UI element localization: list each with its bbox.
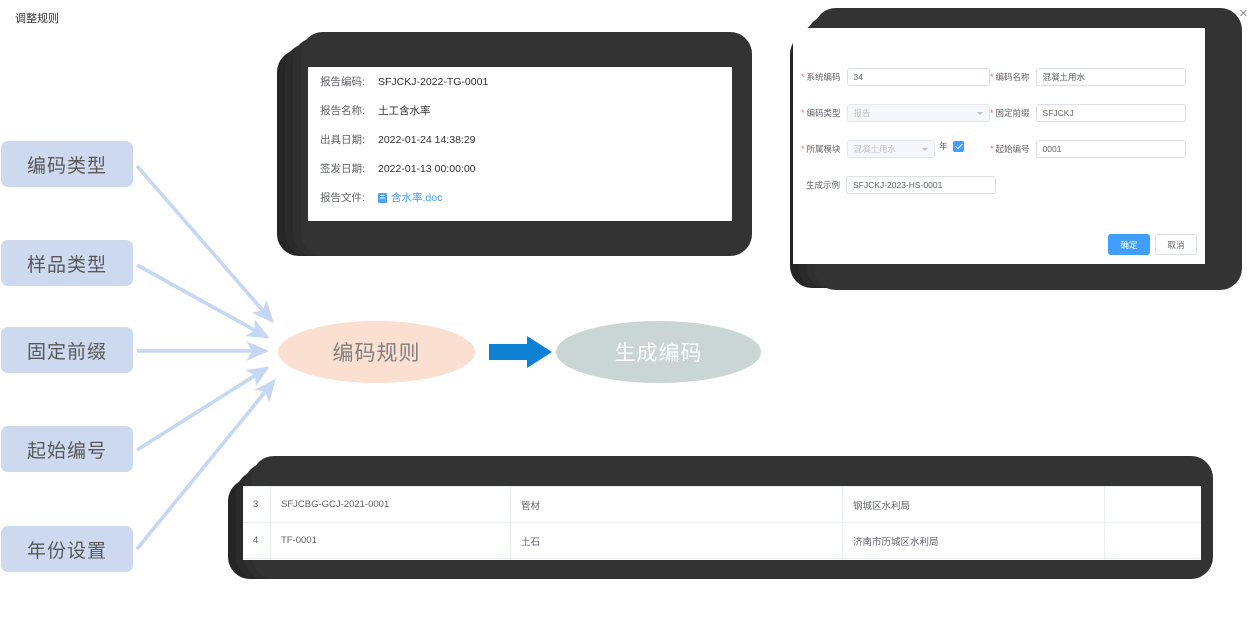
node-label: 编码规则 [332, 342, 421, 365]
dialog-title: 调整规则 [15, 13, 59, 25]
table-row[interactable]: 3 SFJCBG-GCJ-2021-0001 管材 钢城区水利局 [243, 487, 1201, 523]
field-generated-example: 生成示例 SFJCKJ-2023-HS-0001 [806, 176, 997, 194]
input-chip-code-type[interactable]: 编码类型 [1, 141, 133, 187]
table-row[interactable]: 4 TF-0001 土石 济南市历城区水利局 [243, 523, 1201, 559]
required-marker: * [990, 107, 994, 118]
arrow-sample-type [136, 263, 270, 339]
chip-label: 起始编号 [26, 440, 107, 462]
arrow-start-number [136, 366, 270, 452]
module-select[interactable]: 混凝土用水 [846, 140, 935, 158]
fixed-prefix-input[interactable]: SFJCKJ [1035, 104, 1186, 122]
flow-arrow-to-result [489, 336, 552, 368]
cancel-button[interactable]: 取消 [1155, 234, 1197, 255]
report-row-sign-date: 签发日期: 2022-01-13 00:00:00 [308, 154, 732, 183]
cell-organization: 钢城区水利局 [843, 487, 1105, 522]
report-value-code: SFJCKJ-2022-TG-0001 [378, 75, 489, 88]
code-name-input[interactable]: 混凝土用水 [1035, 68, 1186, 86]
field-label: 编码名称 [995, 72, 1030, 82]
node-coding-rule[interactable]: 编码规则 [278, 321, 475, 383]
confirm-button[interactable]: 确定 [1108, 234, 1150, 255]
field-label: 所属模块 [806, 144, 841, 154]
report-row-issue-date: 出具日期: 2022-01-24 14:38:29 [308, 125, 732, 154]
report-value-name: 土工含水率 [378, 105, 431, 117]
chip-label: 固定前缀 [26, 341, 107, 363]
field-code-type: * 编码类型 报告 [801, 104, 990, 122]
input-chip-sample-type[interactable]: 样品类型 [1, 240, 133, 286]
cell-sample-type: 管材 [511, 487, 843, 522]
node-label: 生成编码 [614, 342, 703, 365]
cell-code: SFJCBG-GCJ-2021-0001 [271, 487, 511, 522]
report-label-code: 报告编码: [320, 76, 365, 88]
field-module: * 所属模块 混凝土用水 [801, 140, 935, 158]
report-value-sign-date: 2022-01-13 00:00:00 [378, 162, 476, 175]
cell-index: 3 [243, 487, 271, 522]
required-marker: * [801, 143, 805, 154]
chip-label: 样品类型 [26, 254, 107, 276]
field-fixed-prefix: * 固定前缀 SFJCKJ [990, 104, 1186, 122]
input-chip-start-number[interactable]: 起始编号 [1, 426, 133, 472]
start-number-input[interactable]: 0001 [1035, 140, 1186, 158]
field-label: 系统编码 [806, 72, 841, 82]
report-detail-card: 报告编码: SFJCKJ-2022-TG-0001 报告名称: 土工含水率 出具… [308, 67, 732, 221]
field-label: 编码类型 [806, 108, 841, 118]
report-file-link[interactable]: 含水率.doc [378, 190, 442, 205]
cell-extra [1105, 487, 1201, 522]
field-label: 生成示例 [806, 180, 841, 190]
input-chip-year-setting[interactable]: 年份设置 [1, 526, 133, 572]
report-label-file: 报告文件: [320, 192, 365, 204]
report-label-sign-date: 签发日期: [320, 163, 365, 175]
required-marker: * [801, 71, 805, 82]
report-label-issue-date: 出具日期: [320, 134, 365, 146]
field-label: 年 [939, 141, 948, 151]
required-marker: * [801, 107, 805, 118]
field-system-code: * 系统编码 34 [801, 68, 990, 86]
report-file-name: 含水率.doc [391, 192, 443, 204]
cell-sample-type: 土石 [511, 523, 843, 558]
chevron-down-icon [976, 111, 983, 115]
cell-index: 4 [243, 523, 271, 558]
chevron-down-icon [921, 147, 928, 151]
coding-rules-table: 3 SFJCBG-GCJ-2021-0001 管材 钢城区水利局 4 TF-00… [243, 486, 1201, 560]
report-label-name: 报告名称: [320, 105, 365, 117]
cell-organization: 济南市历城区水利局 [843, 523, 1105, 558]
chip-label: 年份设置 [26, 540, 107, 562]
system-code-input[interactable]: 34 [846, 68, 990, 86]
cell-extra [1105, 523, 1201, 558]
node-generated-code[interactable]: 生成编码 [556, 321, 761, 383]
report-row-name: 报告名称: 土工含水率 [308, 96, 732, 125]
generated-example-input[interactable]: SFJCKJ-2023-HS-0001 [846, 176, 997, 194]
code-type-value: 报告 [853, 108, 871, 118]
word-doc-icon [378, 192, 387, 203]
arrow-code-type [135, 164, 274, 324]
code-type-select[interactable]: 报告 [846, 104, 990, 122]
input-chip-fixed-prefix[interactable]: 固定前缀 [1, 327, 133, 373]
close-icon[interactable]: ✕ [1238, 8, 1248, 20]
chip-label: 编码类型 [26, 155, 107, 177]
field-label: 固定前缀 [995, 108, 1030, 118]
report-row-file: 报告文件: 含水率.doc [308, 183, 732, 212]
required-marker: * [990, 143, 994, 154]
field-label: 起始编号 [995, 144, 1030, 154]
required-marker: * [990, 71, 994, 82]
module-value: 混凝土用水 [853, 144, 897, 154]
report-row-code: 报告编码: SFJCKJ-2022-TG-0001 [308, 67, 732, 96]
cell-code: TF-0001 [271, 523, 511, 558]
field-year-toggle: 年 [939, 140, 964, 152]
report-value-issue-date: 2022-01-24 14:38:29 [378, 133, 476, 146]
year-checkbox[interactable] [952, 140, 964, 152]
field-start-number: * 起始编号 0001 [990, 140, 1186, 158]
field-code-name: * 编码名称 混凝土用水 [990, 68, 1186, 86]
